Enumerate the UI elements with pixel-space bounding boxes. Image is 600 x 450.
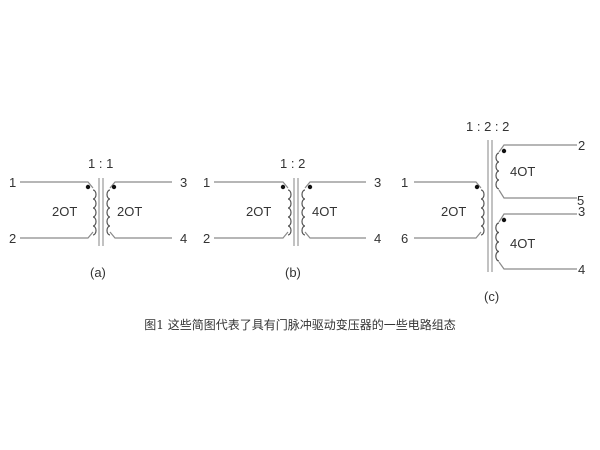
secondary-bottom-coil-c bbox=[495, 222, 500, 262]
wire-pin2-b bbox=[214, 231, 289, 239]
panel-label-a: (a) bbox=[90, 265, 106, 280]
wire-pin4-b bbox=[304, 231, 366, 239]
wire-pin3-b bbox=[304, 181, 366, 189]
wire-pin3-c bbox=[498, 213, 577, 223]
pin-label-6-c: 6 bbox=[401, 231, 408, 246]
wire-pin2-a bbox=[20, 231, 94, 239]
pin-label-1-b: 1 bbox=[203, 175, 210, 190]
panel-label-b: (b) bbox=[285, 265, 301, 280]
winding-label-secondary-top-c: 4OT bbox=[510, 164, 535, 179]
wire-pin4-c bbox=[498, 261, 577, 270]
winding-label-primary-a: 2OT bbox=[52, 204, 77, 219]
polarity-dot-secondary-a bbox=[111, 184, 117, 190]
wire-pin6-c bbox=[414, 231, 482, 239]
pin-label-1-c: 1 bbox=[401, 175, 408, 190]
ratio-label-b: 1 : 2 bbox=[280, 156, 305, 171]
polarity-dot-secondary-top-c bbox=[501, 148, 507, 154]
winding-label-secondary-b: 4OT bbox=[312, 204, 337, 219]
pin-label-5-c: 5 bbox=[577, 193, 584, 208]
primary-coil-a bbox=[92, 189, 97, 236]
polarity-dot-primary-a bbox=[85, 184, 91, 190]
pin-label-4-b: 4 bbox=[374, 231, 381, 246]
primary-coil-b bbox=[287, 189, 292, 236]
polarity-dot-primary-b bbox=[280, 184, 286, 190]
pin-label-2-c: 2 bbox=[578, 138, 585, 153]
wire-pin1-b bbox=[214, 181, 289, 189]
pin-label-3-c: 3 bbox=[578, 204, 585, 219]
winding-label-secondary-bottom-c: 4OT bbox=[510, 236, 535, 251]
wire-pin5-c bbox=[498, 189, 577, 199]
pin-label-3-b: 3 bbox=[374, 175, 381, 190]
winding-label-secondary-a: 2OT bbox=[117, 204, 142, 219]
polarity-dot-primary-c bbox=[474, 184, 480, 190]
transformer-b: 1 : 2 1 2 3 4 2OT 4OT (b) bbox=[203, 156, 381, 280]
pin-label-4-c: 4 bbox=[578, 262, 585, 277]
winding-label-primary-b: 2OT bbox=[246, 204, 271, 219]
transformer-c: 1 : 2 : 2 1 6 2 5 3 4 2OT 4OT 4OT (c) bbox=[401, 119, 585, 304]
secondary-top-coil-c bbox=[495, 152, 500, 190]
wire-pin1-a bbox=[20, 181, 94, 189]
secondary-coil-a bbox=[106, 189, 111, 236]
wire-pin3-a bbox=[109, 181, 172, 189]
wire-pin4-a bbox=[109, 231, 172, 239]
pin-label-2-b: 2 bbox=[203, 231, 210, 246]
figure-caption: 图1 这些简图代表了具有门脉冲驱动变压器的一些电路组态 bbox=[144, 318, 456, 332]
ratio-label-c: 1 : 2 : 2 bbox=[466, 119, 509, 134]
pin-label-4-a: 4 bbox=[180, 231, 187, 246]
panel-label-c: (c) bbox=[484, 289, 499, 304]
pin-label-2-a: 2 bbox=[9, 231, 16, 246]
polarity-dot-secondary-b bbox=[307, 184, 313, 190]
secondary-coil-b bbox=[301, 189, 306, 236]
pin-label-1-a: 1 bbox=[9, 175, 16, 190]
primary-coil-c bbox=[480, 189, 485, 236]
winding-label-primary-c: 2OT bbox=[441, 204, 466, 219]
polarity-dot-secondary-bottom-c bbox=[501, 217, 507, 223]
transformer-a: 1 : 1 1 2 3 4 2OT 2OT (a) bbox=[9, 156, 187, 280]
wire-pin2-c bbox=[498, 144, 577, 153]
wire-pin1-c bbox=[414, 181, 482, 189]
pin-label-3-a: 3 bbox=[180, 175, 187, 190]
ratio-label-a: 1 : 1 bbox=[88, 156, 113, 171]
